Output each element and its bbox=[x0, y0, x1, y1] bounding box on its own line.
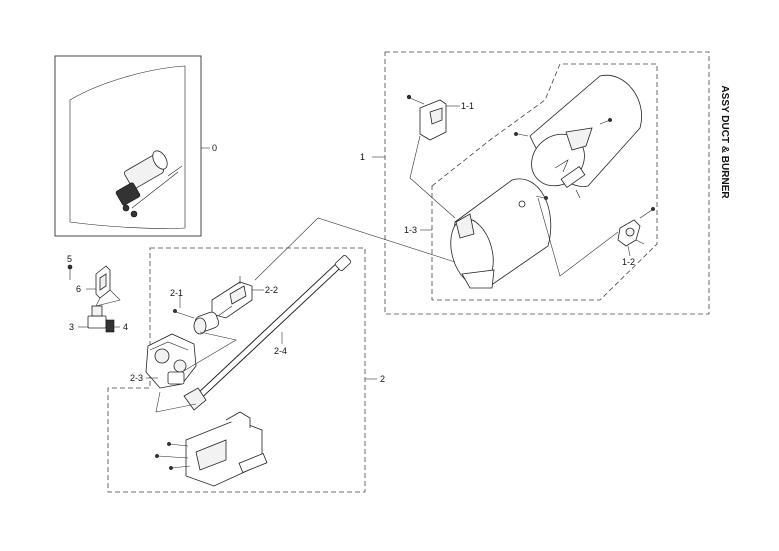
duct-assembly-group: 1-1 1-2 1-3 1 bbox=[360, 51, 710, 315]
burner-assembly-box bbox=[107, 247, 366, 493]
bracket-6-part[interactable] bbox=[95, 265, 111, 299]
bracket-1-1-part[interactable] bbox=[406, 94, 447, 141]
leader-duct-to-1-2 bbox=[537, 197, 619, 277]
assembly-overview-frame bbox=[54, 55, 202, 237]
igniter-2-1-part[interactable] bbox=[173, 305, 233, 335]
leader-6-to-3 bbox=[95, 289, 121, 307]
callout-6[interactable]: 6 bbox=[76, 284, 81, 294]
leader-tube-to-duct bbox=[254, 217, 456, 281]
callout-3[interactable]: 3 bbox=[69, 322, 74, 332]
diagram-title: ASSY DUCT & BURNER bbox=[719, 85, 730, 199]
assembly-overview-burner[interactable] bbox=[115, 148, 183, 218]
callout-1-1[interactable]: 1-1 bbox=[461, 101, 474, 111]
duct-inner-box bbox=[431, 63, 658, 301]
upper-duct-part[interactable] bbox=[514, 74, 642, 199]
clip-4-part[interactable] bbox=[105, 319, 115, 333]
callout-0[interactable]: 0 bbox=[212, 143, 217, 153]
callout-5[interactable]: 5 bbox=[67, 254, 72, 264]
callout-1-2[interactable]: 1-2 bbox=[622, 257, 635, 267]
callout-1-3[interactable]: 1-3 bbox=[404, 225, 417, 235]
duct-assembly-box bbox=[384, 51, 710, 315]
leader-valve-to-tube bbox=[155, 391, 197, 413]
igniter-bracket-2-2-part[interactable] bbox=[211, 276, 253, 319]
callout-1[interactable]: 1 bbox=[360, 152, 365, 162]
screw-5-part[interactable] bbox=[67, 264, 73, 280]
mounting-bracket-part[interactable] bbox=[155, 411, 268, 487]
leader-1-1-to-duct bbox=[409, 135, 456, 219]
diagram-title-text: ASSY DUCT & BURNER bbox=[719, 85, 730, 199]
callout-2-2[interactable]: 2-2 bbox=[265, 285, 278, 295]
leader-igniter-to-valve bbox=[181, 331, 237, 373]
callout-2-4[interactable]: 2-4 bbox=[274, 346, 287, 356]
gas-valve-2-3-part[interactable] bbox=[145, 333, 197, 389]
callout-4[interactable]: 4 bbox=[123, 322, 128, 332]
assembly-overview-group: 0 bbox=[54, 55, 217, 237]
callout-2[interactable]: 2 bbox=[380, 374, 385, 384]
sensor-1-2-part[interactable] bbox=[617, 207, 655, 247]
callout-2-3[interactable]: 2-3 bbox=[130, 373, 143, 383]
burner-tube-2-4-part[interactable] bbox=[183, 254, 352, 411]
leader-1-2 bbox=[627, 245, 631, 257]
assembly-overview-cabinet bbox=[69, 65, 186, 229]
lower-duct-part[interactable] bbox=[444, 178, 552, 290]
loose-parts-group: 5 6 3 4 bbox=[67, 254, 128, 333]
callout-2-1[interactable]: 2-1 bbox=[170, 288, 183, 298]
burner-assembly-group: 2-2 2-1 2-4 2-3 bbox=[107, 247, 385, 493]
